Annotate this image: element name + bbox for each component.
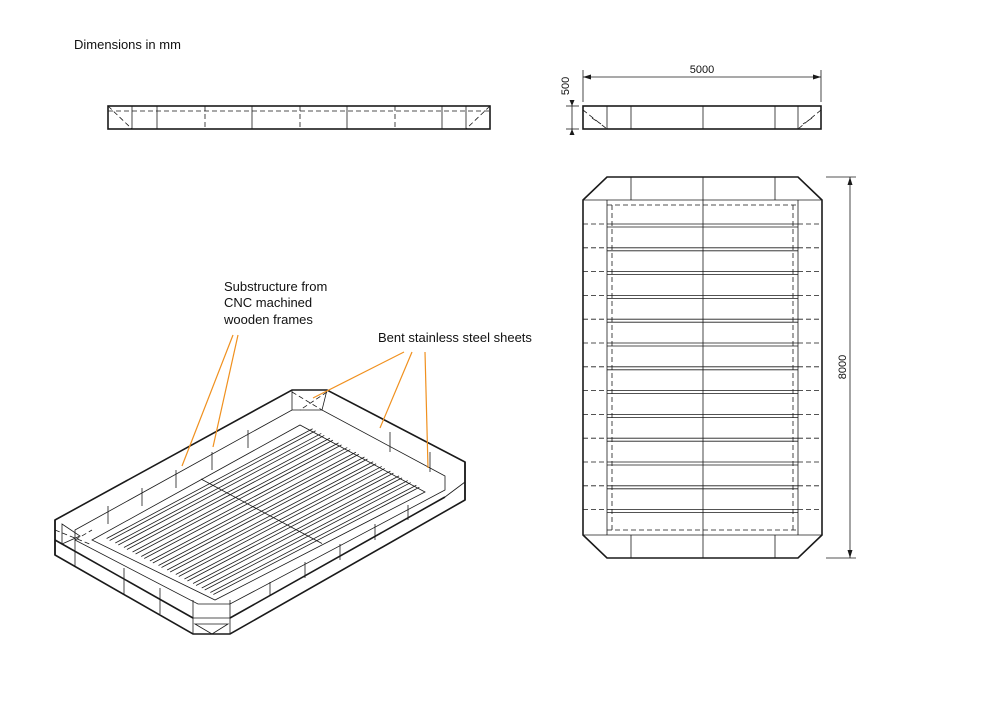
substructure-callout: Substructure from CNC machined wooden fr… — [181, 279, 327, 467]
substructure-label-line1: Substructure from — [224, 279, 327, 294]
plan-view — [582, 176, 823, 559]
substructure-leader-1 — [181, 334, 234, 467]
width-dimension-text: 5000 — [690, 64, 714, 76]
iso-spine-line — [200, 478, 323, 544]
substructure-leader-2 — [212, 334, 239, 448]
length-dimension-text: 8000 — [837, 355, 849, 379]
long-side-elevation — [107, 105, 491, 130]
short-side-elevation — [582, 105, 822, 130]
substructure-label-line3: wooden frames — [223, 312, 313, 327]
height-dimension: 500 — [560, 77, 579, 135]
substructure-label-line2: CNC machined — [224, 295, 312, 310]
isometric-view — [54, 389, 466, 635]
units-note: Dimensions in mm — [74, 37, 181, 52]
height-dimension-text: 500 — [560, 77, 572, 95]
sheets-leader-3 — [424, 351, 429, 469]
sheets-leader-2 — [379, 351, 413, 429]
sheets-label: Bent stainless steel sheets — [378, 330, 532, 345]
sheets-callout: Bent stainless steel sheets — [312, 330, 532, 469]
sheets-leader-1 — [312, 351, 405, 399]
length-dimension: 8000 — [826, 176, 856, 559]
width-dimension: 5000 — [582, 64, 822, 102]
